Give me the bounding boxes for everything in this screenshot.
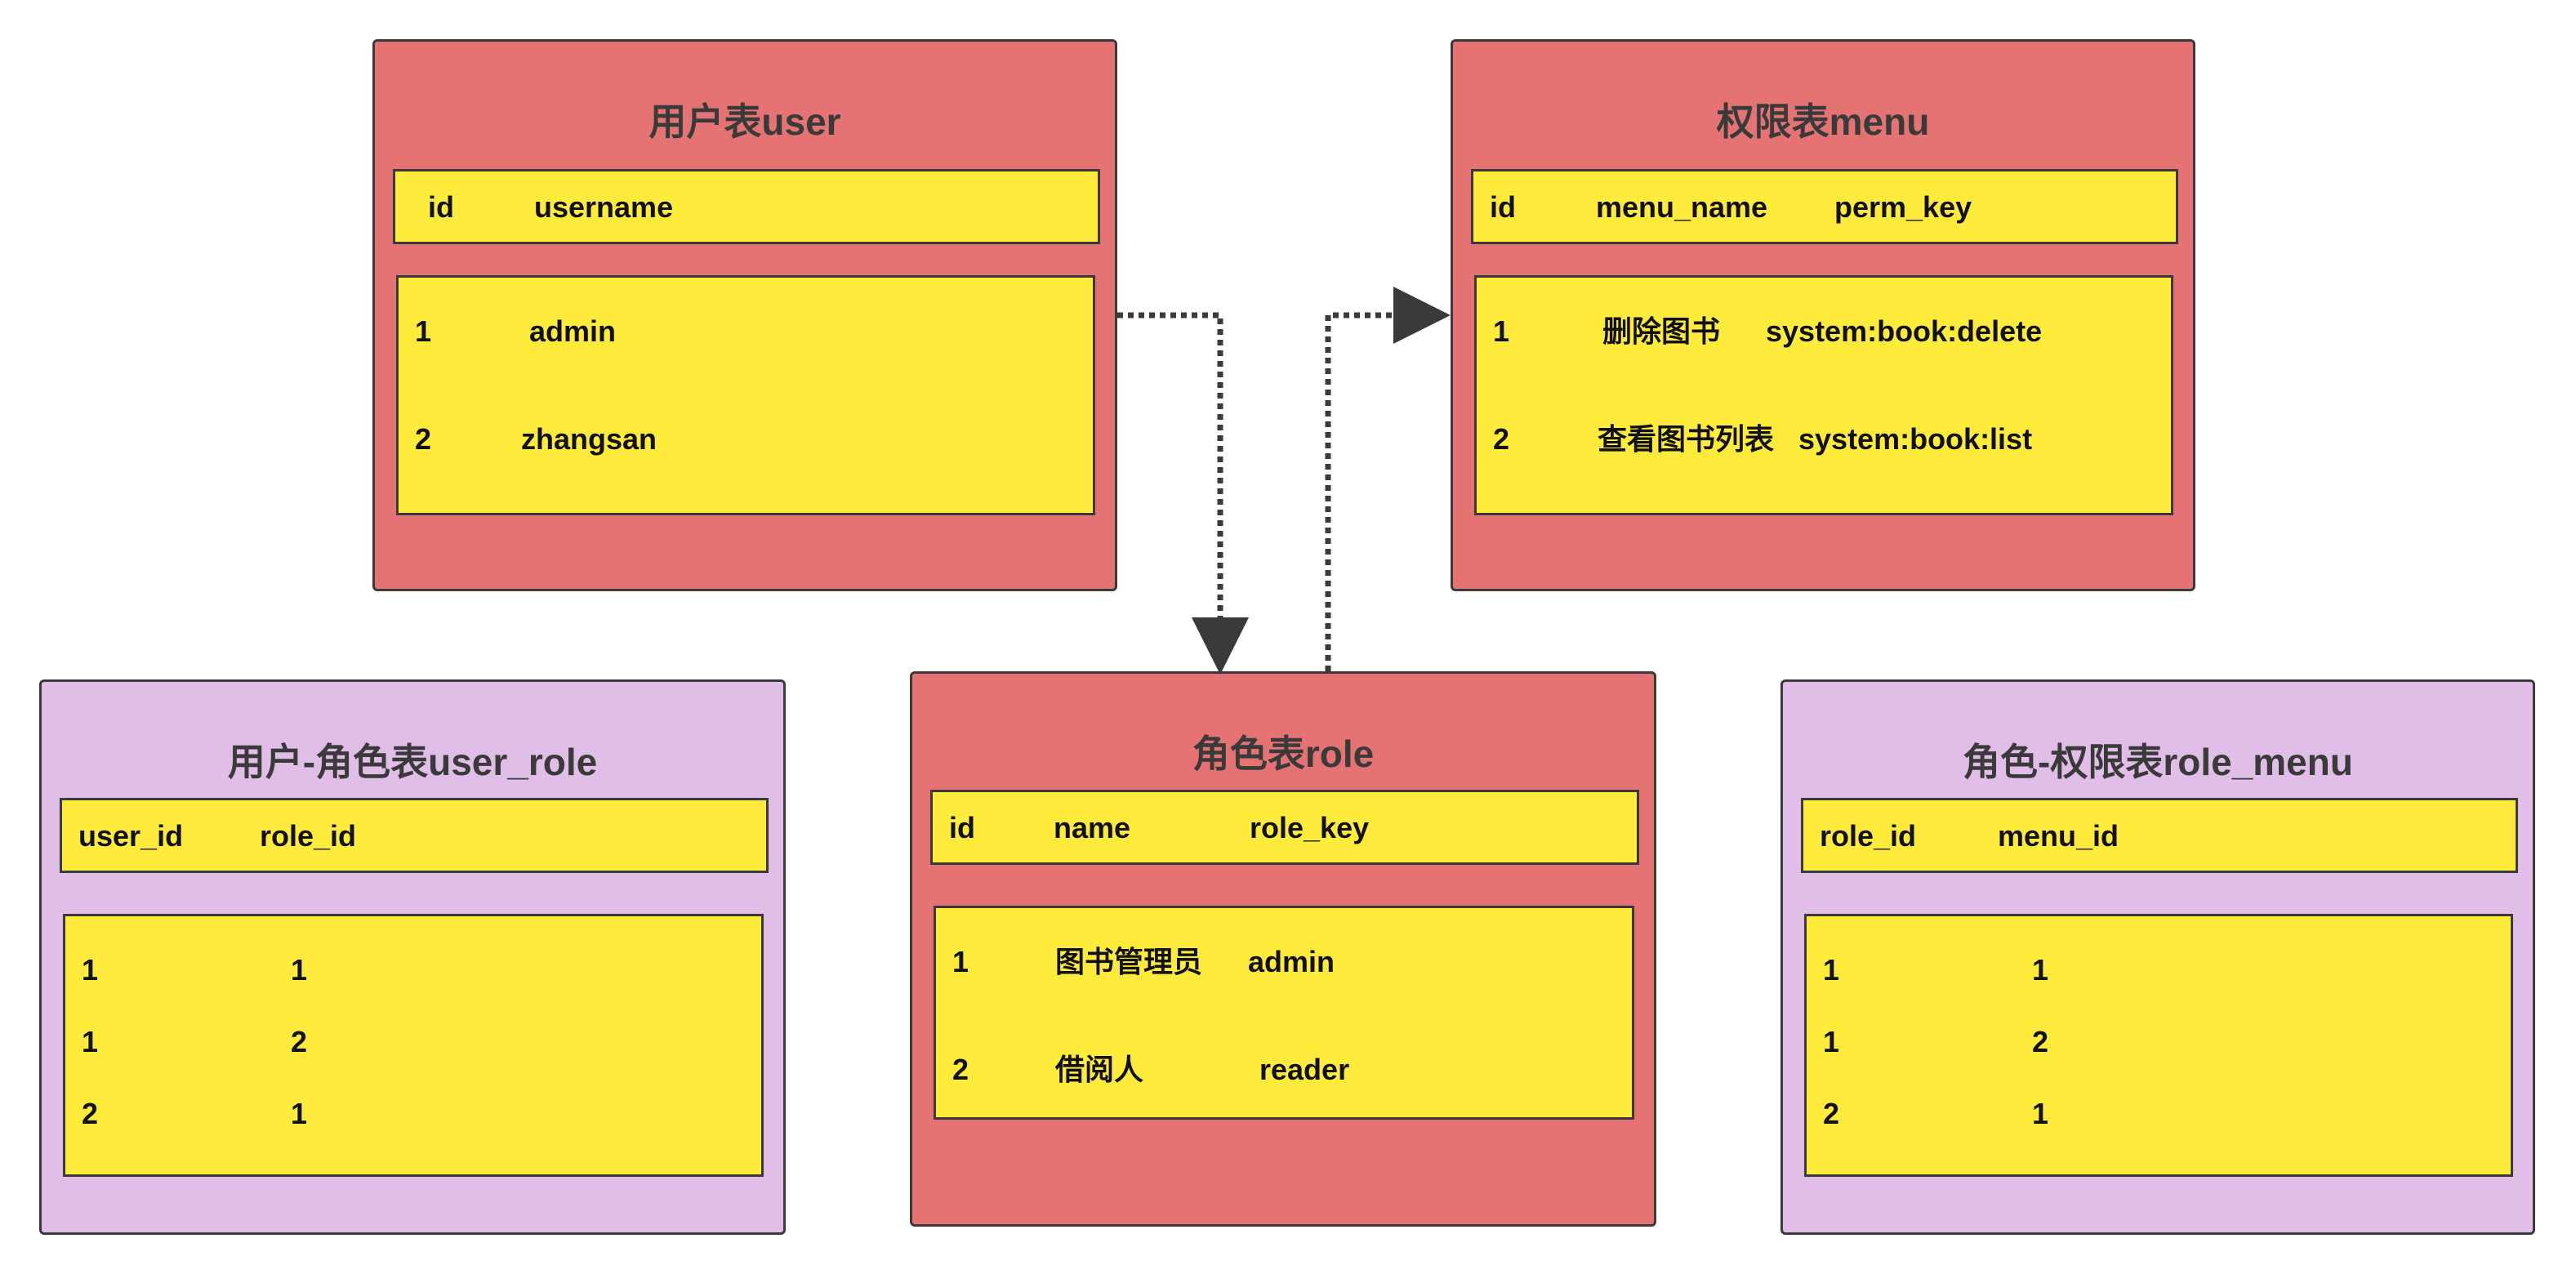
role-table-header: id name role_key bbox=[930, 790, 1639, 865]
menu-col-id: id bbox=[1490, 190, 1516, 224]
role-menu-col-role-id: role_id bbox=[1820, 819, 1917, 853]
user-table: 用户表user id username 1 admin 2 zhangsan bbox=[372, 39, 1117, 591]
role-row-1-name: 图书管理员 bbox=[1055, 945, 1203, 978]
menu-table-title: 权限表menu bbox=[1716, 100, 1930, 143]
role-menu-row-2-menu-id: 2 bbox=[2032, 1025, 2049, 1058]
user-role-row-1-role-id: 1 bbox=[291, 953, 308, 987]
role-col-id: id bbox=[949, 811, 975, 844]
menu-table-body: 1 删除图书 system:book:delete 2 查看图书列表 syste… bbox=[1474, 275, 2173, 515]
user-role-table-title: 用户-角色表user_role bbox=[227, 741, 598, 783]
user-row-2-id: 2 bbox=[415, 422, 432, 456]
user-role-table-header: user_id role_id bbox=[60, 798, 769, 873]
role-menu-table-body: 1 1 1 2 2 1 bbox=[1804, 914, 2513, 1177]
role-menu-col-menu-id: menu_id bbox=[1998, 819, 2119, 853]
menu-col-perm-key: perm_key bbox=[1834, 190, 1972, 224]
menu-row-2-menu-name: 查看图书列表 bbox=[1598, 422, 1775, 456]
user-role-row-3-user-id: 2 bbox=[82, 1097, 99, 1130]
user-row-1-id: 1 bbox=[415, 314, 432, 348]
role-menu-row-3-role-id: 2 bbox=[1823, 1097, 1840, 1130]
user-col-id: id bbox=[428, 190, 454, 224]
role-row-1-role-key: admin bbox=[1248, 945, 1335, 978]
role-menu-table: 角色-权限表role_menu role_id menu_id 1 1 1 2 … bbox=[1780, 679, 2535, 1235]
user-to-role-connector bbox=[1117, 312, 1249, 675]
user-role-row-2-user-id: 1 bbox=[82, 1025, 99, 1058]
role-row-2-role-key: reader bbox=[1259, 1053, 1350, 1086]
role-menu-table-title: 角色-权限表role_menu bbox=[1963, 741, 2353, 783]
role-menu-table-header: role_id menu_id bbox=[1801, 798, 2518, 873]
user-role-col-role-id: role_id bbox=[260, 819, 357, 853]
user-role-col-user-id: user_id bbox=[78, 819, 184, 853]
menu-row-1-perm-key: system:book:delete bbox=[1766, 314, 2043, 348]
user-table-title: 用户表user bbox=[648, 100, 841, 143]
user-role-table-body: 1 1 1 2 2 1 bbox=[63, 914, 764, 1177]
role-to-menu-connector bbox=[1325, 287, 1451, 671]
menu-col-menu-name: menu_name bbox=[1596, 190, 1768, 224]
user-table-header: id username bbox=[393, 169, 1100, 244]
role-col-name: name bbox=[1054, 811, 1131, 844]
role-menu-row-2-role-id: 1 bbox=[1823, 1025, 1840, 1058]
role-menu-row-1-role-id: 1 bbox=[1823, 953, 1840, 987]
menu-row-2-perm-key: system:book:list bbox=[1798, 422, 2033, 456]
role-menu-row-3-menu-id: 1 bbox=[2032, 1097, 2049, 1130]
menu-row-2-id: 2 bbox=[1493, 422, 1510, 456]
role-row-2-name: 借阅人 bbox=[1055, 1053, 1144, 1086]
user-role-row-2-role-id: 2 bbox=[291, 1025, 308, 1058]
role-menu-row-1-menu-id: 1 bbox=[2032, 953, 2049, 987]
role-row-1-id: 1 bbox=[952, 945, 969, 978]
menu-row-1-id: 1 bbox=[1493, 314, 1510, 348]
user-row-1-username: admin bbox=[529, 314, 617, 348]
role-table-title: 角色表role bbox=[1192, 733, 1375, 775]
role-row-2-id: 2 bbox=[952, 1053, 969, 1086]
user-role-row-1-user-id: 1 bbox=[82, 953, 99, 987]
menu-table: 权限表menu id menu_name perm_key 1 删除图书 sys… bbox=[1451, 39, 2195, 591]
user-role-row-3-role-id: 1 bbox=[291, 1097, 308, 1130]
role-col-role-key: role_key bbox=[1250, 811, 1370, 844]
user-table-body: 1 admin 2 zhangsan bbox=[396, 275, 1095, 515]
menu-table-header: id menu_name perm_key bbox=[1471, 169, 2178, 244]
user-col-username: username bbox=[534, 190, 674, 224]
role-table: 角色表role id name role_key 1 图书管理员 admin 2… bbox=[910, 671, 1656, 1227]
user-row-2-username: zhangsan bbox=[521, 422, 657, 456]
user-role-table: 用户-角色表user_role user_id role_id 1 1 1 2 … bbox=[39, 679, 786, 1235]
role-table-body: 1 图书管理员 admin 2 借阅人 reader bbox=[934, 906, 1634, 1120]
menu-row-1-menu-name: 删除图书 bbox=[1602, 314, 1721, 348]
